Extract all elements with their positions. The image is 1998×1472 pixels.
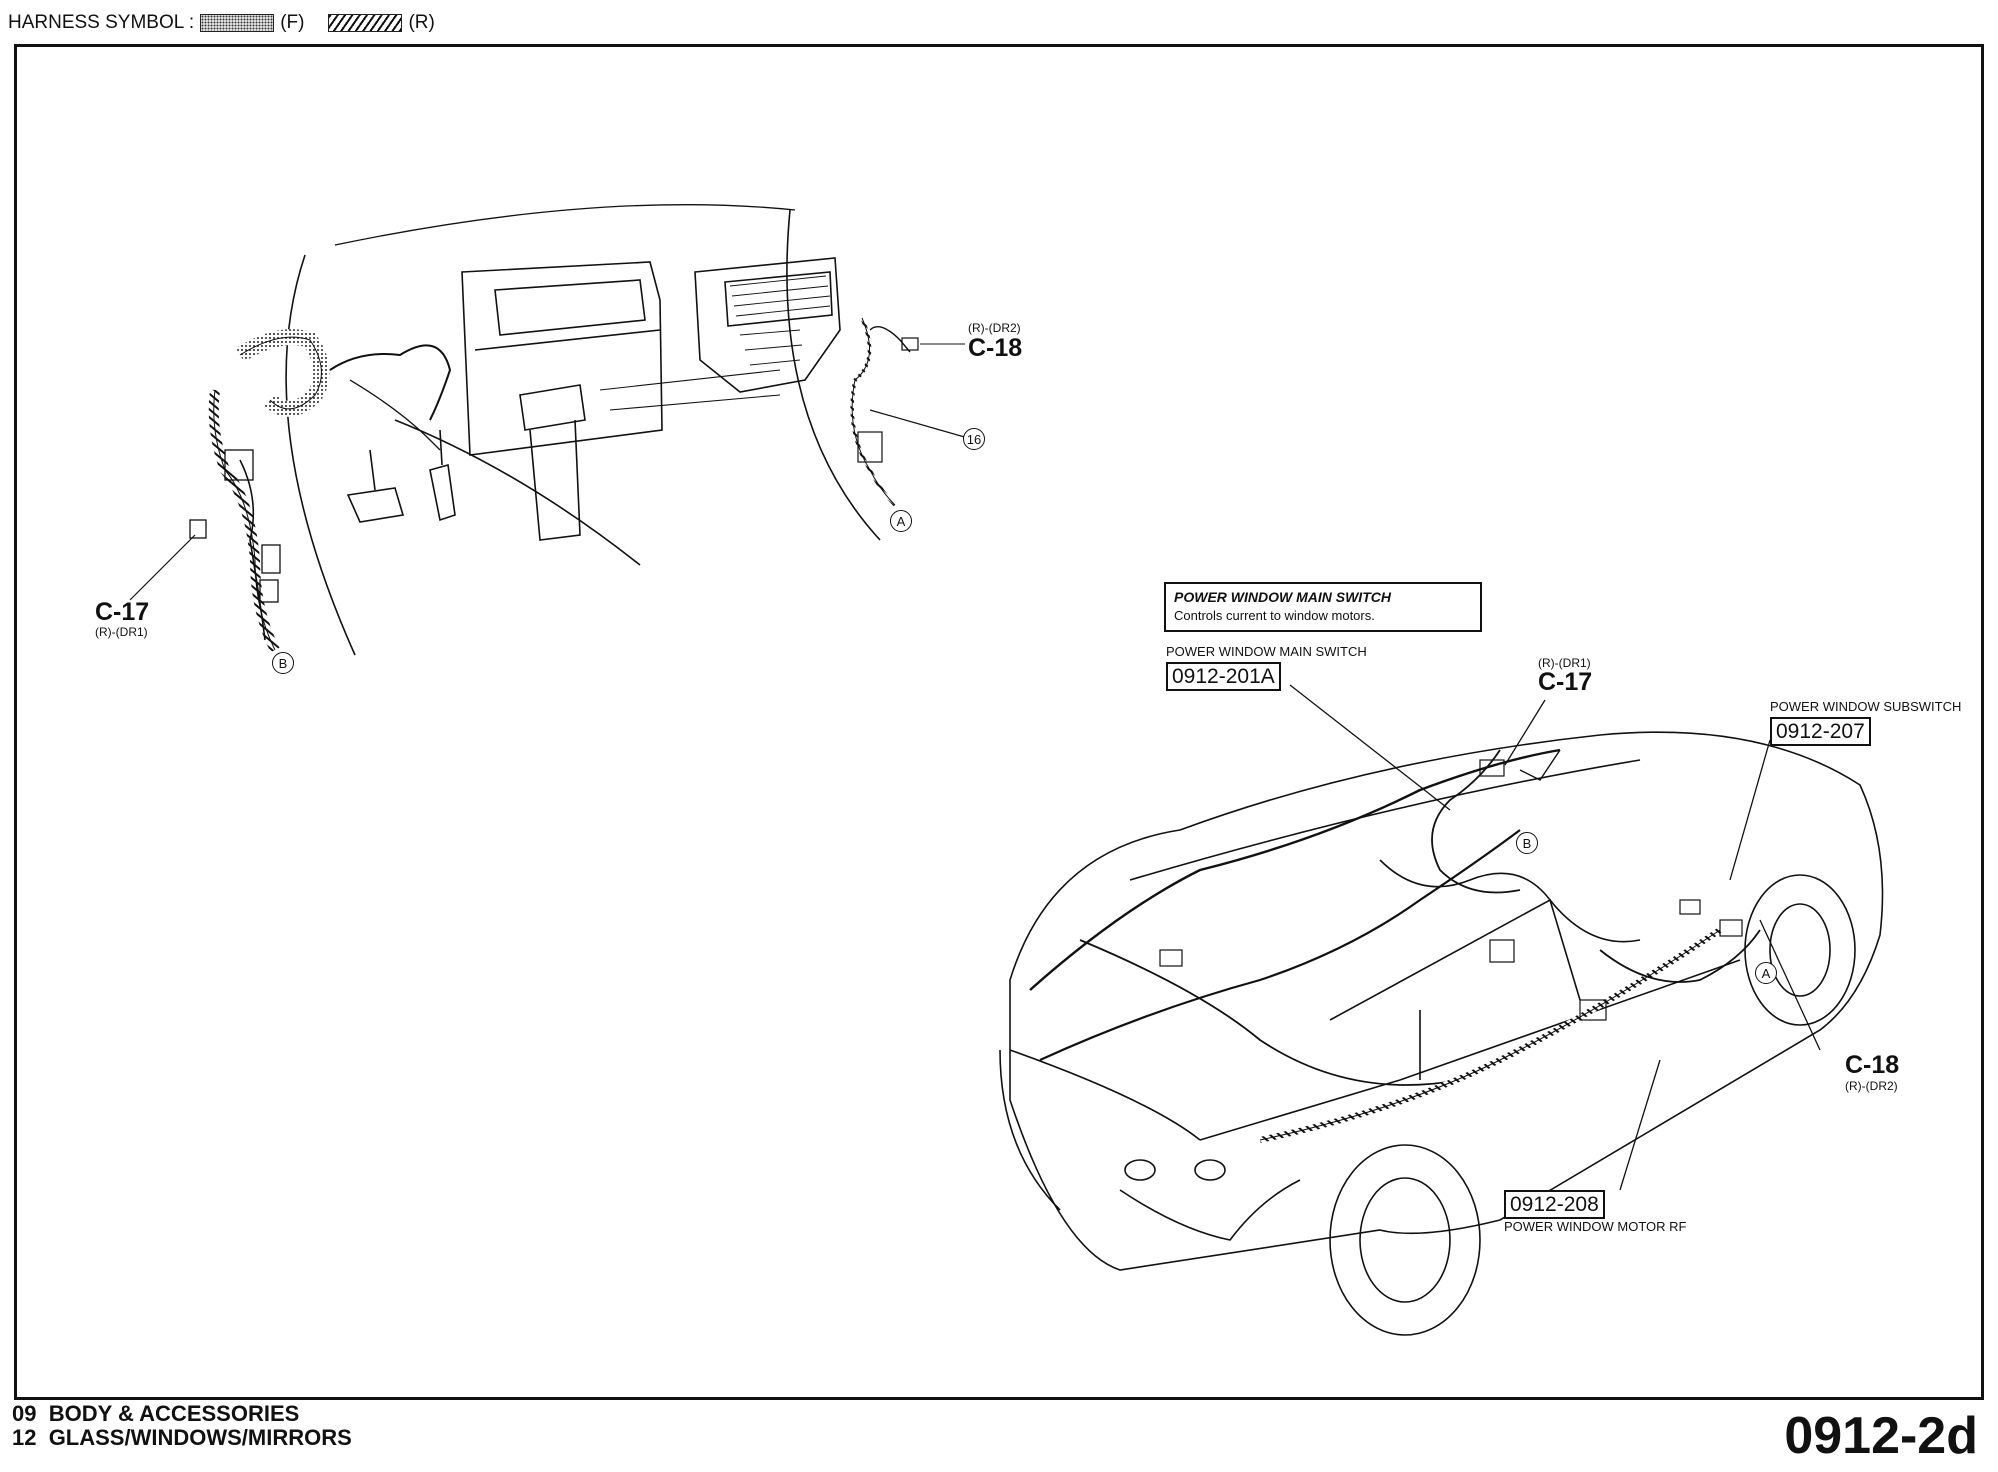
main-switch-caption: POWER WINDOW MAIN SWITCH	[1166, 644, 1367, 659]
rear-harness-label: (R)	[408, 12, 435, 33]
left-harness	[129, 329, 330, 653]
rear-harness-swatch	[328, 14, 403, 32]
motor-rf-ref: 0912-208	[1504, 1190, 1605, 1220]
dashboard-view	[285, 204, 969, 656]
car-body	[999, 731, 1884, 1336]
ref-16-marker: 16	[963, 428, 985, 450]
car-c18-label: C-18	[1845, 1051, 1900, 1079]
footer-section-line1: 09 BODY & ACCESSORIES	[12, 1401, 300, 1426]
c18-label: C-18	[968, 334, 1023, 362]
harness-symbol-label: HARNESS SYMBOL :	[8, 12, 195, 33]
component-info-box: POWER WINDOW MAIN SWITCH Controls curren…	[1164, 582, 1482, 632]
subswitch-ref: 0912-207	[1770, 717, 1871, 747]
car-harness	[1029, 748, 1761, 1241]
car-ref-b-marker: B	[1516, 832, 1538, 854]
info-box-description: Controls current to window motors.	[1174, 608, 1375, 623]
front-harness-swatch	[200, 14, 275, 32]
c17-label: C-17	[95, 598, 150, 626]
page-id: 0912-2d	[1784, 1407, 1978, 1465]
car-c18-subtitle: (R)-(DR2)	[1845, 1079, 1898, 1093]
footer-section-line2: 12 GLASS/WINDOWS/MIRRORS	[12, 1425, 352, 1451]
c17-subtitle: (R)-(DR1)	[95, 625, 148, 639]
car-c17-label: C-17	[1538, 668, 1593, 696]
diagram-frame	[14, 44, 1984, 1400]
car-ref-a-marker: A	[1755, 962, 1777, 984]
main-switch-ref: 0912-201A	[1166, 662, 1281, 692]
front-harness-label: (F)	[280, 12, 305, 33]
c18-subtitle: (R)-(DR2)	[968, 321, 1021, 335]
info-box-title: POWER WINDOW MAIN SWITCH	[1174, 589, 1391, 605]
harness-symbol-legend: HARNESS SYMBOL : (F) (R)	[8, 8, 435, 38]
motor-rf-caption: POWER WINDOW MOTOR RF	[1504, 1219, 1687, 1234]
callout-lines	[1289, 684, 1821, 1191]
section-footer: 09 BODY & ACCESSORIES 12 GLASS/WINDOWS/M…	[12, 1401, 352, 1451]
car-c17-subtitle: (R)-(DR1)	[1538, 656, 1591, 670]
ref-b-marker: B	[272, 652, 294, 674]
ref-a-marker: A	[890, 510, 912, 532]
subswitch-caption: POWER WINDOW SUBSWITCH	[1770, 699, 1962, 714]
